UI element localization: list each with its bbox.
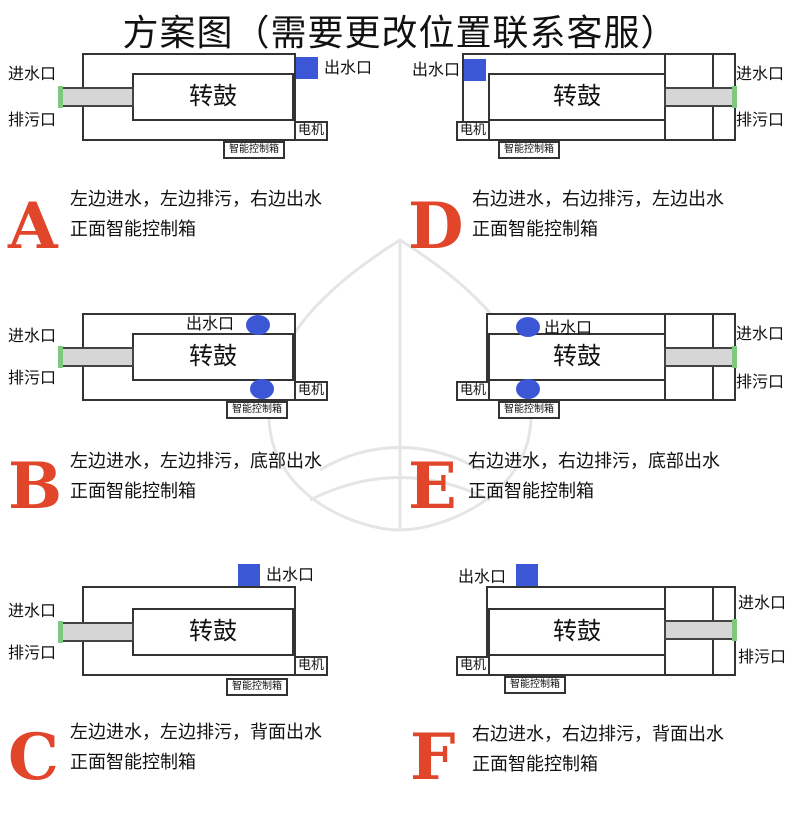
drain-label: 排污口 <box>8 110 57 129</box>
outlet-label: 出水口 <box>186 314 235 333</box>
outlet-marker-bottom <box>250 379 274 399</box>
shaft <box>60 87 134 107</box>
option-desc-line2: 正面智能控制箱 <box>472 219 598 240</box>
option-letter: B <box>8 449 63 524</box>
drum-body <box>488 73 666 121</box>
option-a-panel: 转鼓 进水口 排污口 出水口 电机 智能控制箱 A 左边进水，左边排污，右边出水… <box>0 45 400 307</box>
drain-label: 排污口 <box>8 368 57 387</box>
option-desc-line2: 正面智能控制箱 <box>70 219 196 240</box>
option-b-panel: 转鼓 进水口 排污口 出水口 电机 智能控制箱 B 左边进水，左边排污，底部出水… <box>0 305 400 567</box>
outlet-label: 出水口 <box>324 58 373 77</box>
control-box: 智能控制箱 <box>504 676 566 694</box>
drain-label: 排污口 <box>8 643 57 662</box>
motor-box: 电机 <box>294 381 328 401</box>
option-c-panel: 转鼓 进水口 排污口 出水口 电机 智能控制箱 C 左边进水，左边排污，背面出水… <box>0 560 400 822</box>
drain-label: 排污口 <box>738 647 787 666</box>
outlet-label: 出水口 <box>458 567 507 586</box>
option-desc-line2: 正面智能控制箱 <box>70 481 196 502</box>
pipe-seal <box>58 621 63 643</box>
control-box: 智能控制箱 <box>223 141 285 159</box>
motor-box: 电机 <box>456 381 490 401</box>
outlet-marker <box>464 59 486 81</box>
drum-body <box>488 608 666 656</box>
option-letter: D <box>408 189 464 264</box>
inlet-label: 进水口 <box>738 593 787 612</box>
drum-body <box>132 333 294 381</box>
inlet-label: 进水口 <box>8 64 57 83</box>
shaft <box>664 87 734 107</box>
page-title: 方案图（需要更改位置联系客服） <box>122 13 678 54</box>
option-desc-line1: 左边进水，左边排污，右边出水 <box>70 189 322 210</box>
drain-label: 排污口 <box>736 110 785 129</box>
control-box: 智能控制箱 <box>498 141 560 159</box>
drum-label: 转鼓 <box>189 617 237 645</box>
drum-label: 转鼓 <box>553 617 601 645</box>
outlet-marker-top <box>516 317 540 337</box>
option-desc-line2: 正面智能控制箱 <box>468 481 594 502</box>
shaft <box>664 620 734 640</box>
pipe-seal <box>58 86 63 108</box>
option-desc-line2: 正面智能控制箱 <box>472 754 598 775</box>
inlet-label: 进水口 <box>8 326 57 345</box>
drum-body <box>132 608 294 656</box>
outlet-marker <box>296 57 318 79</box>
option-desc-line1: 右边进水，右边排污，背面出水 <box>472 724 724 745</box>
motor-box: 电机 <box>294 121 328 141</box>
inlet-label: 进水口 <box>8 601 57 620</box>
option-letter: F <box>410 720 456 795</box>
option-letter: C <box>8 720 59 795</box>
shaft <box>664 347 734 367</box>
outlet-label: 出水口 <box>412 60 461 79</box>
option-letter: E <box>408 449 457 524</box>
option-desc-line1: 左边进水，左边排污，底部出水 <box>70 451 322 472</box>
shaft <box>60 622 134 642</box>
inlet-label: 进水口 <box>736 324 785 343</box>
pipe-seal <box>58 346 63 368</box>
option-desc-line1: 右边进水，右边排污，左边出水 <box>472 189 724 210</box>
drum-body <box>132 73 294 121</box>
option-desc-line1: 右边进水，右边排污，底部出水 <box>468 451 720 472</box>
option-e-panel: 转鼓 进水口 排污口 出水口 电机 智能控制箱 E 右边进水，右边排污，底部出水… <box>400 305 800 567</box>
drum-body <box>488 333 666 381</box>
drain-label: 排污口 <box>736 372 785 391</box>
option-d-panel: 转鼓 进水口 排污口 出水口 电机 智能控制箱 D 右边进水，右边排污，左边出水… <box>400 45 800 307</box>
pipe-seal <box>732 86 737 108</box>
option-letter: A <box>8 189 58 264</box>
outlet-label: 出水口 <box>544 318 593 337</box>
drum-label: 转鼓 <box>189 342 237 370</box>
outlet-marker <box>516 564 538 586</box>
outlet-label: 出水口 <box>266 565 315 584</box>
drum-label: 转鼓 <box>553 82 601 110</box>
motor-box: 电机 <box>456 656 490 676</box>
motor-box: 电机 <box>456 121 490 141</box>
outlet-marker-top <box>246 315 270 335</box>
option-f-panel: 转鼓 进水口 排污口 出水口 电机 智能控制箱 F 右边进水，右边排污，背面出水… <box>400 560 800 822</box>
pipe-seal <box>732 346 737 368</box>
motor-box: 电机 <box>294 656 328 676</box>
option-desc-line2: 正面智能控制箱 <box>70 752 196 773</box>
shaft <box>60 347 134 367</box>
control-box: 智能控制箱 <box>226 678 288 696</box>
pipe-seal <box>732 619 737 641</box>
control-box: 智能控制箱 <box>498 401 560 419</box>
control-box: 智能控制箱 <box>226 401 288 419</box>
drum-label: 转鼓 <box>553 342 601 370</box>
drum-label: 转鼓 <box>189 82 237 110</box>
inlet-label: 进水口 <box>736 64 785 83</box>
outlet-marker <box>238 564 260 586</box>
option-desc-line1: 左边进水，左边排污，背面出水 <box>70 722 322 743</box>
outlet-marker-bottom <box>516 379 540 399</box>
